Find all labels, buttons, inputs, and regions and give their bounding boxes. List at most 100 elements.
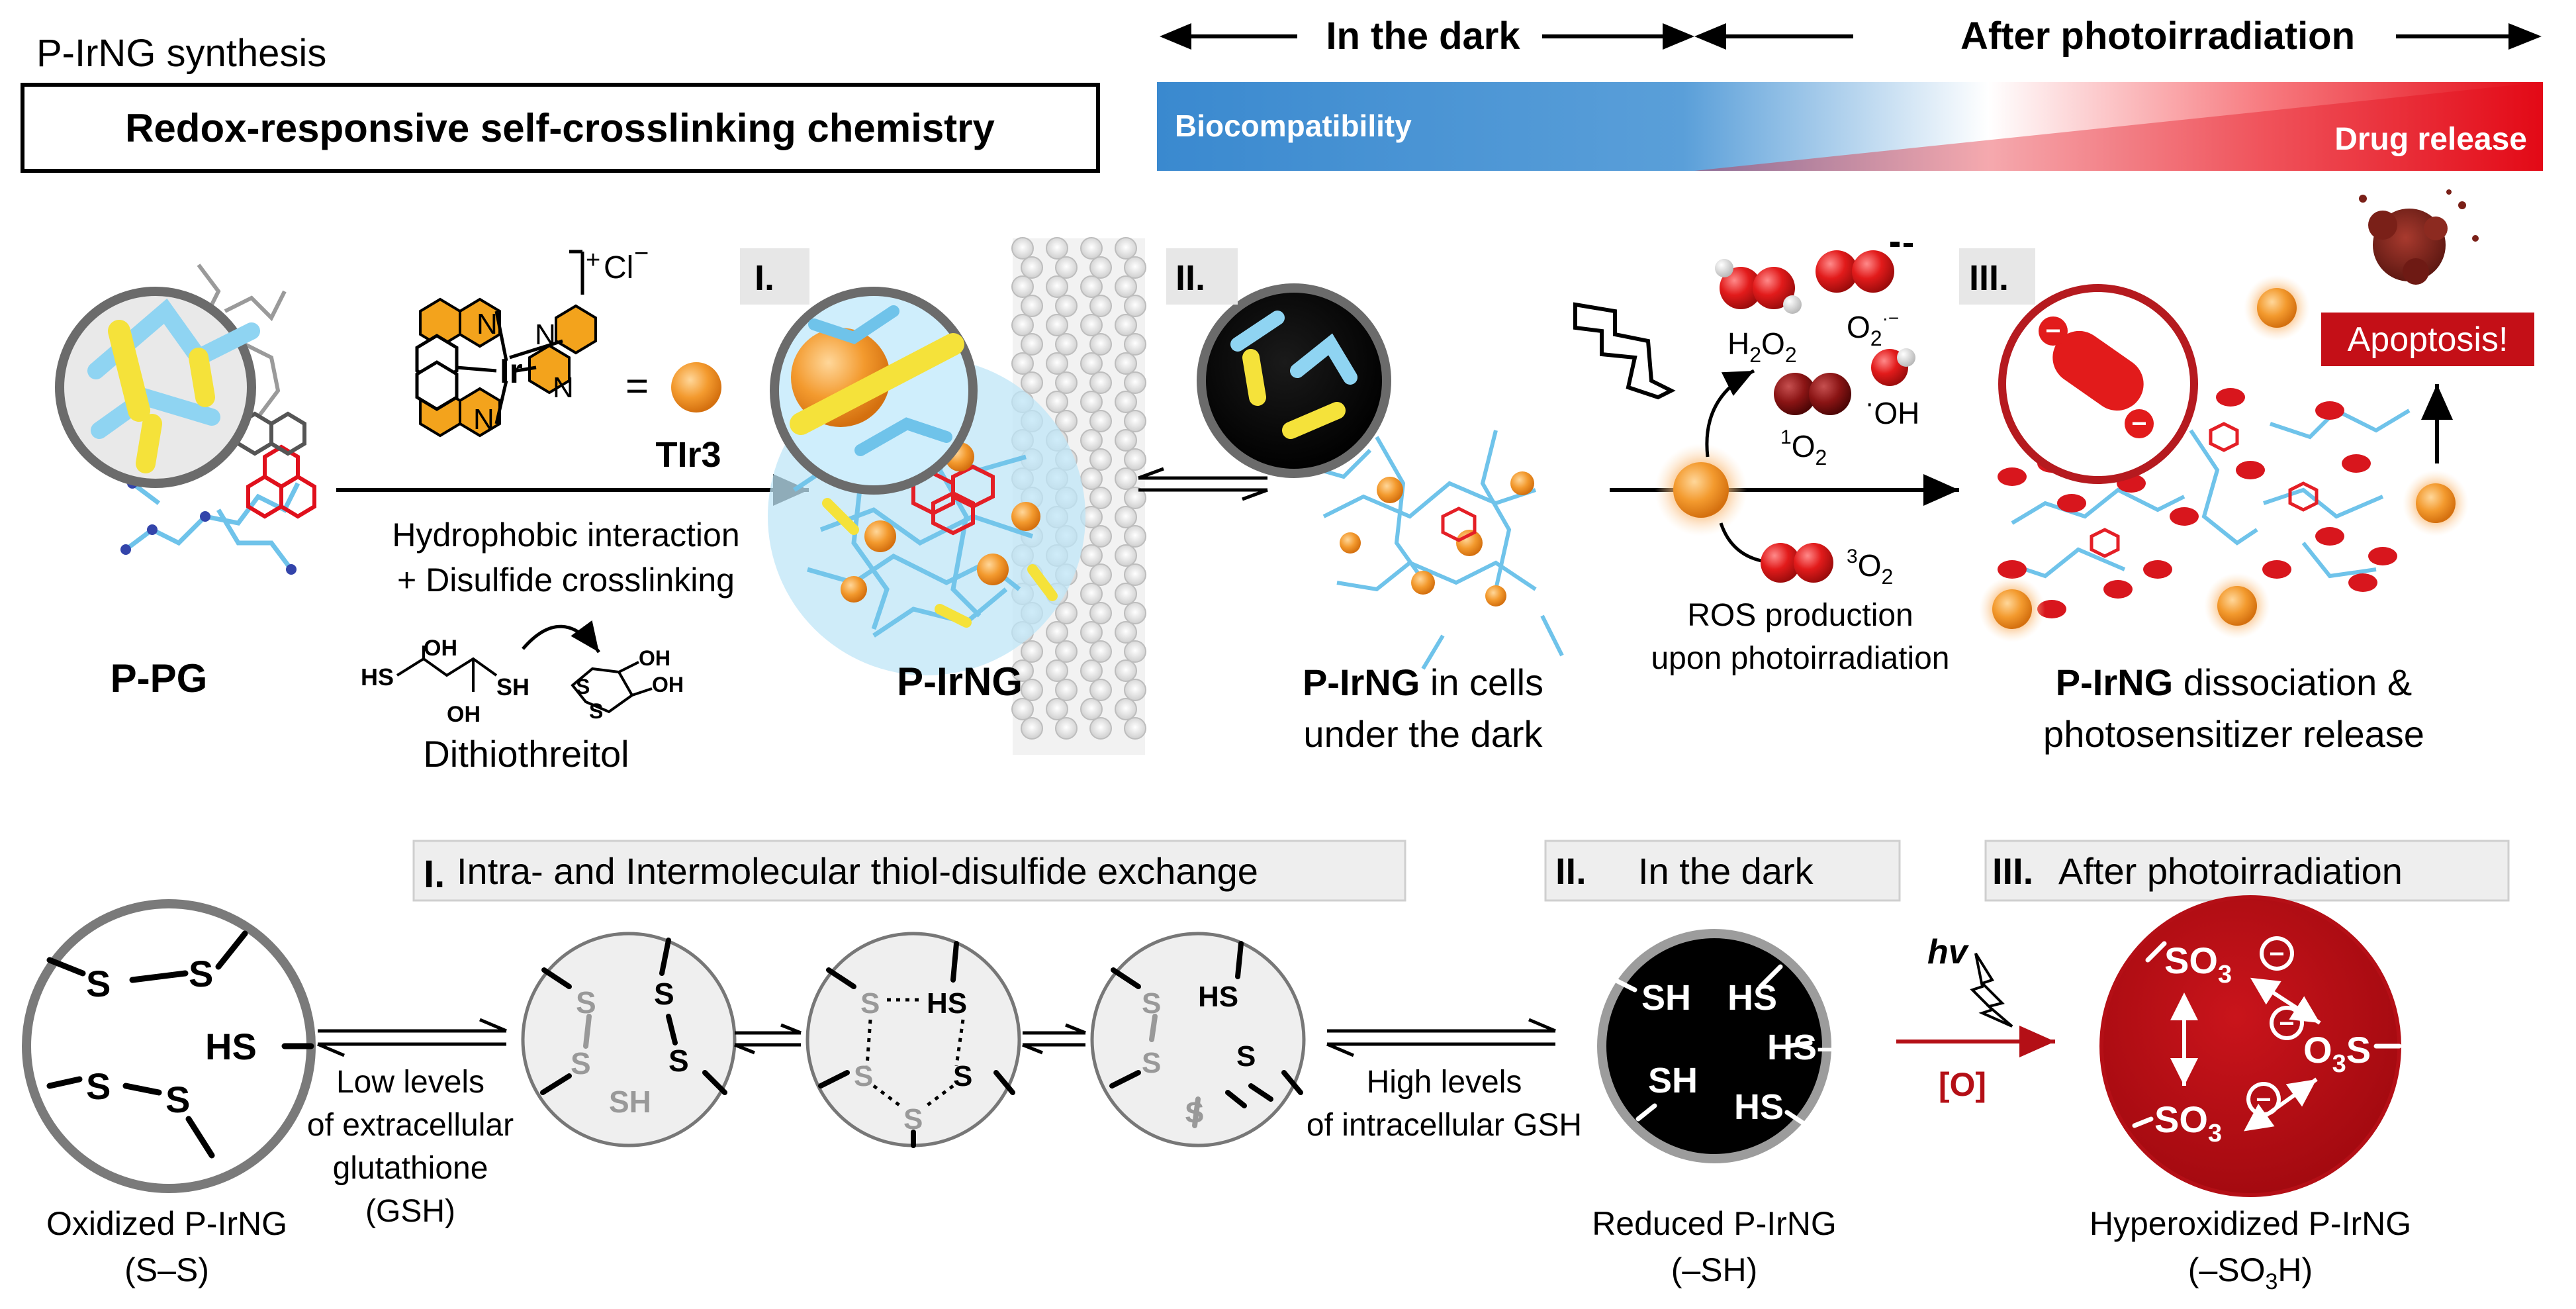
reduced-label-line2: (–SH) <box>1671 1251 1758 1288</box>
dtt-atom-sh: SH <box>496 673 529 701</box>
lipid-head-icon <box>1055 602 1078 624</box>
step-2-label: II. <box>1175 258 1205 298</box>
lipid-head-icon <box>1046 391 1068 413</box>
lipid-head-icon <box>1021 295 1043 317</box>
lipid-head-icon <box>1055 333 1078 356</box>
reduced-nanogel-diagram: SH SH HS HS– HS <box>1597 929 1837 1163</box>
atom-hs: HS <box>927 987 967 1020</box>
ppg-zoom-circle <box>55 287 256 488</box>
atom-s: S <box>668 1043 689 1078</box>
lipid-head-icon <box>1115 698 1137 720</box>
high-gsh-line1: High levels <box>1367 1065 1522 1100</box>
photosensitizer-label: TIr3 <box>655 435 721 475</box>
lipid-head-icon <box>1011 698 1034 720</box>
atom-hs: HS <box>1734 1087 1784 1127</box>
low-gsh-line1: Low levels <box>336 1065 484 1100</box>
dtt-oh: OH <box>424 636 457 661</box>
lipid-head-icon <box>1089 295 1112 317</box>
step-badge-1 <box>740 248 809 305</box>
complex-charge: + <box>586 246 600 274</box>
charge-minus-icon: − <box>2256 1085 2271 1114</box>
dtt-atom-hs: HS <box>361 663 394 691</box>
lipid-head-icon <box>1080 621 1103 644</box>
phase-after-label: After photoirradiation <box>1960 15 2355 58</box>
lipid-head-icon <box>1115 467 1137 490</box>
excited-photosensitizer-icon <box>1673 462 1729 518</box>
dithiothreitol-structure <box>396 646 653 714</box>
lipid-head-icon <box>1124 525 1146 548</box>
phase-dark-label: In the dark <box>1326 15 1520 58</box>
lipid-head-icon <box>1080 659 1103 682</box>
lipid-head-icon <box>1124 487 1146 509</box>
hyperoxidized-nanogel-diagram: SO3 − O3S − SO3 − <box>2099 895 2402 1197</box>
lipid-head-icon <box>1089 640 1112 663</box>
lipid-head-icon <box>1011 659 1034 682</box>
lipid-head-icon <box>1080 544 1103 567</box>
panel-1-title-bar <box>412 840 1406 902</box>
lipid-head-icon <box>1124 371 1146 394</box>
lipid-head-icon <box>1124 295 1146 317</box>
lipid-head-icon <box>1021 717 1043 740</box>
panel-3-numeral: III. <box>1992 850 2033 892</box>
exchange-arrow-lower <box>2244 1077 2318 1132</box>
gradient-wedge <box>1694 82 2543 171</box>
ir-atom: Ir <box>500 352 523 391</box>
triplet-oxygen-icon <box>1761 543 1833 583</box>
panel-3-title: After photoirradiation <box>2058 850 2403 892</box>
lipid-head-icon <box>1089 333 1112 356</box>
apoptosis-label: Apoptosis! <box>2348 320 2508 359</box>
lipid-head-icon <box>1115 544 1137 567</box>
equilibrium-small-1 <box>734 1023 802 1055</box>
sulfonate-top: SO3 <box>2164 940 2232 989</box>
ring-s-atom: S <box>589 699 603 723</box>
hyper-label-line2: (–SO3H) <box>2188 1251 2313 1294</box>
gradient-left-label: Biocompatibility <box>1175 109 1412 143</box>
atom-hs-minus: HS– <box>1767 1028 1837 1067</box>
panel-3-title-bar <box>1984 840 2510 902</box>
apoptosis-badge <box>2319 310 2537 369</box>
chemistry-box-label: Redox-responsive self-crosslinking chemi… <box>125 106 995 150</box>
pirng-label: P-IrNG <box>897 659 1023 704</box>
oxidized-label-line1: Oxidized P-IrNG <box>46 1205 287 1242</box>
lipid-head-icon <box>1021 371 1043 394</box>
lipid-head-icon <box>1124 256 1146 279</box>
hv-label: hv <box>1927 933 1970 971</box>
lipid-head-icon <box>1089 679 1112 701</box>
lipid-head-icon <box>1021 679 1043 701</box>
lipid-head-icon <box>1011 352 1034 375</box>
lipid-head-icon <box>1055 295 1078 317</box>
n-atom: N <box>477 308 498 340</box>
atom-sh: SH <box>1648 1061 1698 1100</box>
reduced-label-line1: Reduced P-IrNG <box>1592 1205 1837 1242</box>
dissociation-scene: III. <box>1959 248 2469 642</box>
atom-hs: HS <box>1198 981 1238 1013</box>
atom-s: S <box>654 977 674 1011</box>
lipid-head-icon <box>1046 659 1068 682</box>
lipid-head-icon <box>1080 237 1103 260</box>
ros-caption-1: ROS production <box>1687 598 1913 633</box>
lipid-head-icon <box>1080 275 1103 298</box>
oxidant-label: [O] <box>1939 1066 1986 1103</box>
lipid-head-icon <box>1011 314 1034 336</box>
arrowhead-mid2-icon <box>1694 23 1726 50</box>
panel-2-title: In the dark <box>1638 850 1814 892</box>
lipid-head-icon <box>1089 448 1112 471</box>
panel-1-numeral: I. <box>424 853 445 896</box>
lipid-head-icon <box>1115 275 1137 298</box>
exchange-state-3: S HS S S S <box>1090 932 1306 1147</box>
hyper-label-line1: Hyperoxidized P-IrNG <box>2090 1205 2411 1242</box>
triplet-oxygen-label: 3O2 <box>1847 546 1893 589</box>
lipid-head-icon <box>1124 563 1146 586</box>
lipid-head-icon <box>1124 640 1146 663</box>
hydroxyl-label: ·OH <box>1865 389 1919 430</box>
lipid-head-icon <box>1055 410 1078 432</box>
charge-minus-icon: − <box>2279 1009 2294 1038</box>
oxidized-nanogel-diagram: S S S S HS <box>22 899 316 1193</box>
cell-nanogel <box>1197 283 1564 670</box>
atom-s: S <box>1185 1096 1204 1129</box>
lipid-head-icon <box>1124 448 1146 471</box>
h2o2-label: H2O2 <box>1727 326 1797 367</box>
lipid-head-icon <box>1046 698 1068 720</box>
arrowhead-left-icon <box>1160 23 1191 50</box>
